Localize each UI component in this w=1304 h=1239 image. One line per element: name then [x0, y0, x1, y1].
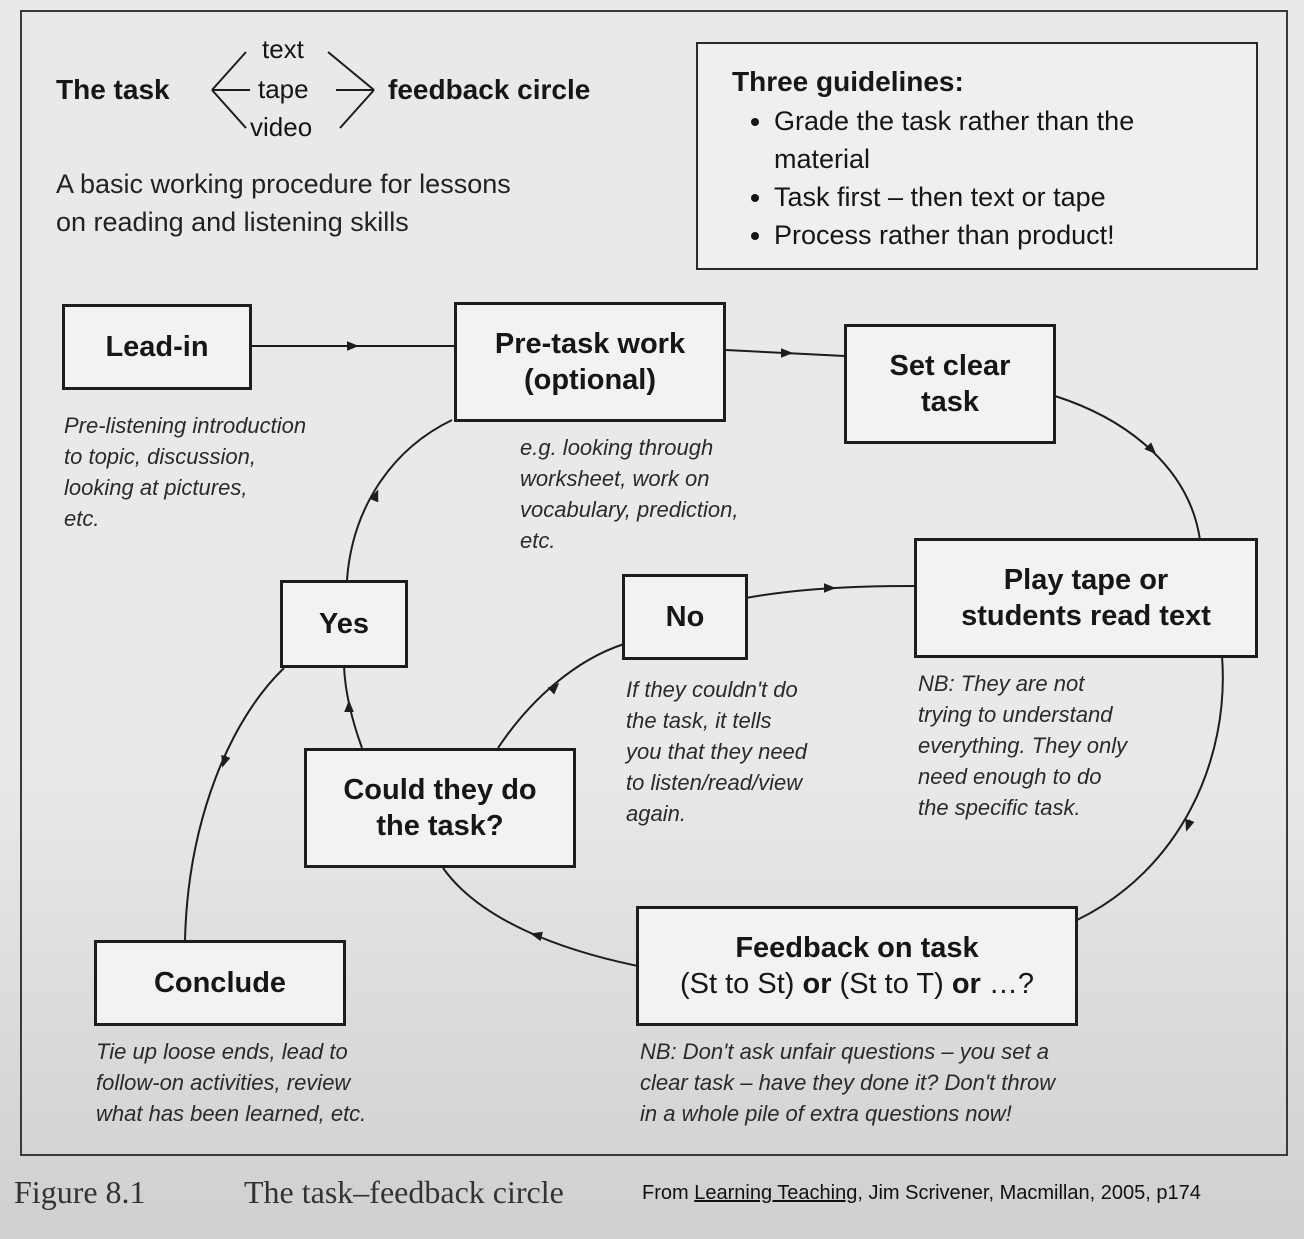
- guideline-item: Grade the task rather than the material: [774, 102, 1236, 178]
- arrow-could-yes: [343, 665, 363, 749]
- source-rest: , Jim Scrivener, Macmillan, 2005, p174: [857, 1182, 1201, 1204]
- arrow-no-play: [745, 585, 917, 599]
- arrow-yes-pretask: [346, 419, 453, 581]
- subtitle-line-1: A basic working procedure for lessons: [56, 169, 511, 199]
- feedback-line-1: Feedback on task: [735, 931, 979, 964]
- box-yes-label: Yes: [319, 607, 369, 640]
- set-task-line-1: Set clear: [889, 349, 1011, 382]
- figure-caption: Figure 8.1 The task–feedback circle From…: [14, 1172, 1294, 1222]
- note-no: If they couldn't do the task, it tells y…: [626, 674, 906, 829]
- note-line: follow-on activities, review: [96, 1070, 351, 1095]
- subtitle-line-2: on reading and listening skills: [56, 207, 409, 237]
- box-lead-in: Lead-in: [62, 304, 252, 390]
- feedback-line-2: (St to St) or (St to T) or …?: [680, 966, 1034, 1002]
- media-tape: tape: [258, 74, 309, 104]
- note-line: trying to understand: [918, 702, 1113, 727]
- note-line: If they couldn't do: [626, 677, 798, 702]
- note-line: you that they need: [626, 739, 808, 764]
- arrow-feedback-could: [442, 867, 639, 967]
- figure-frame: [20, 10, 1288, 1156]
- feedback-part-c: …?: [980, 968, 1034, 1000]
- bracket-left-upper: [211, 51, 247, 91]
- arrow-pretask-settask: [725, 349, 846, 357]
- box-could-they-do-task: Could they do the task?: [304, 748, 576, 868]
- feedback-or-2: or: [951, 968, 981, 1000]
- note-line: NB: Don't ask unfair questions – you set…: [640, 1039, 1049, 1064]
- title-the-task: The task: [56, 74, 170, 105]
- note-line: e.g. looking through: [520, 435, 714, 460]
- note-line: the specific task.: [918, 795, 1081, 820]
- feedback-part-b: (St to T): [831, 968, 952, 1000]
- play-line-1: Play tape or: [1003, 563, 1169, 596]
- box-no: No: [622, 574, 748, 660]
- note-line: vocabulary, prediction,: [520, 497, 739, 522]
- arrow-yes-conclude: [184, 667, 285, 941]
- note-conclude: Tie up loose ends, lead to follow-on act…: [96, 1036, 496, 1129]
- could-line-1: Could they do: [343, 773, 537, 806]
- box-no-label: No: [665, 600, 705, 633]
- note-play: NB: They are not trying to understand ev…: [918, 668, 1218, 823]
- note-line: to topic, discussion,: [64, 444, 256, 469]
- note-line: to listen/read/view: [626, 770, 803, 795]
- bracket-left-lower: [211, 89, 247, 129]
- box-lead-in-label: Lead-in: [105, 330, 209, 363]
- could-line-2: the task?: [376, 810, 504, 842]
- note-line: looking at pictures,: [64, 475, 248, 500]
- note-line: Tie up loose ends, lead to: [96, 1039, 348, 1064]
- subtitle: A basic working procedure for lessons on…: [56, 165, 656, 241]
- guidelines-list: Grade the task rather than the material …: [732, 102, 1236, 254]
- note-line: the task, it tells: [626, 708, 772, 733]
- note-line: again.: [626, 801, 686, 826]
- feedback-or-1: or: [802, 968, 832, 1000]
- note-line: worksheet, work on: [520, 466, 710, 491]
- note-line: clear task – have they done it? Don't th…: [640, 1070, 1056, 1095]
- arrow-settask-play: [1054, 395, 1201, 541]
- note-pre-task: e.g. looking through worksheet, work on …: [520, 432, 840, 556]
- box-conclude-label: Conclude: [153, 966, 287, 999]
- guideline-item: Process rather than product!: [774, 216, 1236, 254]
- figure-number: Figure 8.1: [14, 1174, 146, 1210]
- note-line: etc.: [520, 528, 556, 553]
- note-line: need enough to do: [918, 764, 1102, 789]
- note-line: in a whole pile of extra questions now!: [640, 1101, 1012, 1126]
- guidelines-box: Three guidelines: Grade the task rather …: [696, 42, 1258, 270]
- source-prefix: From: [642, 1182, 695, 1204]
- arrow-play-feedback: [1076, 655, 1224, 921]
- box-pre-task-work: Pre-task work (optional): [454, 302, 726, 422]
- arrow-could-no: [497, 643, 625, 749]
- media-video: video: [250, 112, 313, 142]
- note-line: Pre-listening introduction: [64, 413, 307, 438]
- set-task-line-2: task: [920, 386, 980, 418]
- title-feedback-circle: feedback circle: [388, 74, 591, 105]
- bracket-right-lower: [339, 89, 375, 129]
- box-set-clear-task: Set clear task: [844, 324, 1056, 444]
- box-conclude: Conclude: [94, 940, 346, 1026]
- note-line: NB: They are not: [918, 671, 1085, 696]
- feedback-part-a: (St to St): [680, 968, 803, 1000]
- guideline-item: Task first – then text or tape: [774, 178, 1236, 216]
- source-book-link[interactable]: Learning Teaching: [694, 1182, 858, 1204]
- note-feedback: NB: Don't ask unfair questions – you set…: [640, 1036, 1240, 1129]
- source-citation: From Learning Teaching, Jim Scrivener, M…: [642, 1182, 1201, 1205]
- note-line: etc.: [64, 506, 100, 531]
- play-line-2: students read text: [961, 600, 1211, 632]
- box-yes: Yes: [280, 580, 408, 668]
- media-text: text: [262, 34, 304, 64]
- box-play-tape: Play tape or students read text: [914, 538, 1258, 658]
- box-feedback-on-task: Feedback on task (St to St) or (St to T)…: [636, 906, 1078, 1026]
- note-line: what has been learned, etc.: [96, 1101, 367, 1126]
- note-lead-in: Pre-listening introduction to topic, dis…: [64, 410, 404, 534]
- pre-task-line-2: (optional): [523, 364, 657, 396]
- figure-title: The task–feedback circle: [244, 1174, 564, 1210]
- pre-task-line-1: Pre-task work: [494, 327, 686, 360]
- note-line: everything. They only: [918, 733, 1128, 758]
- guidelines-title: Three guidelines:: [732, 66, 964, 97]
- bracket-right-upper: [327, 51, 375, 91]
